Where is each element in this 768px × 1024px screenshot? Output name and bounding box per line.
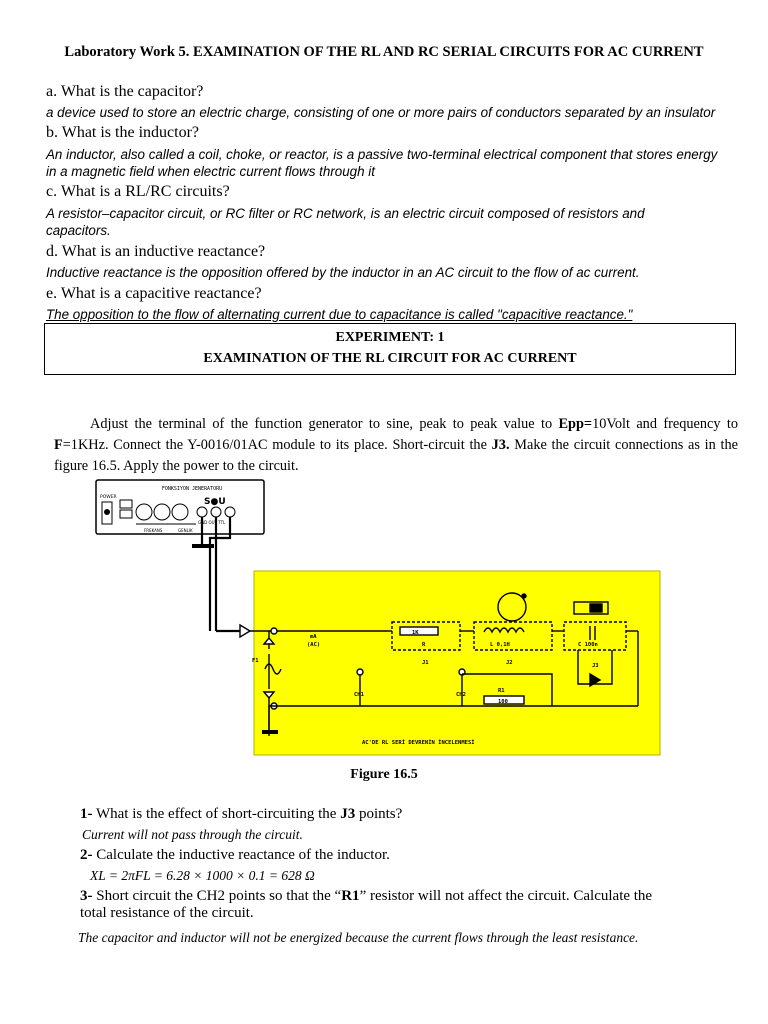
item-3-text-end: ” resistor will not affect the circuit. … xyxy=(359,888,653,904)
answer-c-line2: capacitors. xyxy=(46,223,111,238)
para-text-2: 10Volt and frequency to xyxy=(592,416,739,432)
answer-b-line2: in a magnetic field when electric curren… xyxy=(46,164,375,179)
instructions-paragraph: Adjust the terminal of the function gene… xyxy=(54,414,738,477)
ch2-label: CH2 xyxy=(456,692,466,698)
capacitor-label: C 100n xyxy=(578,642,598,648)
circuit-figure: FONKSIYON JENERATORU POWER FREKANS GENLI… xyxy=(92,474,662,769)
item-1-answer: Current will not pass through the circui… xyxy=(82,827,303,842)
amplitude-knob-icon xyxy=(171,503,189,521)
question-d: d. What is an inductive reactance? xyxy=(46,243,266,260)
item-1-number: 1- xyxy=(80,806,93,822)
question-b: b. What is the inductor? xyxy=(46,124,199,141)
para-bold-epp: Epp= xyxy=(558,416,593,432)
circuit-board xyxy=(253,570,661,756)
f1-label: F1 xyxy=(252,658,259,664)
experiment-title: EXAMINATION OF THE RL CIRCUIT FOR AC CUR… xyxy=(203,351,577,366)
experiment-box: EXPERIMENT: 1 EXAMINATION OF THE RL CIRC… xyxy=(44,323,736,375)
item-1-bold: J3 xyxy=(340,806,356,822)
r1-label: R1 xyxy=(498,688,505,694)
document-title: Laboratory Work 5. EXAMINATION OF THE RL… xyxy=(64,44,704,60)
para-bold-f: F xyxy=(54,437,63,453)
item-2-text: Calculate the inductive reactance of the… xyxy=(92,847,390,863)
question-c: c. What is a RL/RC circuits? xyxy=(46,183,230,200)
meter-label: mA xyxy=(310,634,317,640)
answer-b-line1: An inductor, also called a coil, choke, … xyxy=(46,147,718,162)
ch1-label: CH1 xyxy=(354,692,365,698)
question-a: a. What is the capacitor? xyxy=(46,83,204,100)
answer-c-line1: A resistor–capacitor circuit, or RC filt… xyxy=(46,206,645,221)
item-1-text: What is the effect of short-circuiting t… xyxy=(92,806,341,822)
j1-label: J1 xyxy=(422,660,429,666)
item-3-number: 3- xyxy=(80,888,93,904)
item-1: 1- What is the effect of short-circuitin… xyxy=(80,806,402,823)
power-label: POWER xyxy=(100,494,117,500)
function-generator: FONKSIYON JENERATORU POWER FREKANS GENLI… xyxy=(95,479,265,535)
para-bold-j3: J3. xyxy=(491,437,510,453)
item-1-text-end: points? xyxy=(355,806,403,822)
resistor-1k-label: 1K xyxy=(412,630,419,636)
inductor-label: L 0,1H xyxy=(490,642,510,648)
r1-value-label: 100 xyxy=(498,699,508,705)
item-3-answer: The capacitor and inductor will not be e… xyxy=(78,930,639,945)
answer-d: Inductive reactance is the opposition of… xyxy=(46,265,640,280)
item-3: 3- Short circuit the CH2 points so that … xyxy=(80,888,730,922)
power-switch-icon xyxy=(104,509,110,515)
resistor-r-label: R xyxy=(422,642,426,648)
j3-label: J3 xyxy=(592,663,599,669)
freq-label: FREKANS xyxy=(144,528,163,533)
j2-label: J2 xyxy=(506,660,513,666)
item-3-text: Short circuit the CH2 points so that the… xyxy=(92,888,342,904)
answer-e: The opposition to the flow of alternatin… xyxy=(46,307,633,322)
item-2: 2- Calculate the inductive reactance of … xyxy=(80,847,390,864)
board-title: AC'DE RL SERİ DEVRENİN İNCELENMESİ xyxy=(362,739,475,746)
item-3-bold: R1 xyxy=(341,888,360,904)
sine-square-label: S●U xyxy=(204,497,226,507)
item-2-answer: XL = 2πFL = 6.28 × 1000 × 0.1 = 628 Ω xyxy=(90,868,315,883)
question-e: e. What is a capacitive reactance? xyxy=(46,285,262,302)
circuit-diagram: FONKSIYON JENERATORU POWER FREKANS GENLI… xyxy=(95,479,661,756)
amp-label: GENLIK xyxy=(178,528,193,533)
para-text-4: Make the circuit connections as in the f… xyxy=(54,437,739,474)
generator-title: FONKSIYON JENERATORU xyxy=(162,486,222,492)
para-text-3: =1KHz. Connect the Y-0016/01AC module to… xyxy=(62,437,492,453)
frequency-knob-icon xyxy=(135,503,153,521)
item-2-number: 2- xyxy=(80,847,93,863)
experiment-number: EXPERIMENT: 1 xyxy=(335,330,445,345)
meter-sub-label: (AC) xyxy=(307,642,320,648)
item-3-text-line2: total resistance of the circuit. xyxy=(80,905,254,921)
terminal-labels: GND OUT TTL xyxy=(198,520,226,525)
answer-a: a device used to store an electric charg… xyxy=(46,105,716,120)
para-text-1: Adjust the terminal of the function gene… xyxy=(90,416,559,432)
figure-caption: Figure 16.5 xyxy=(350,767,418,782)
